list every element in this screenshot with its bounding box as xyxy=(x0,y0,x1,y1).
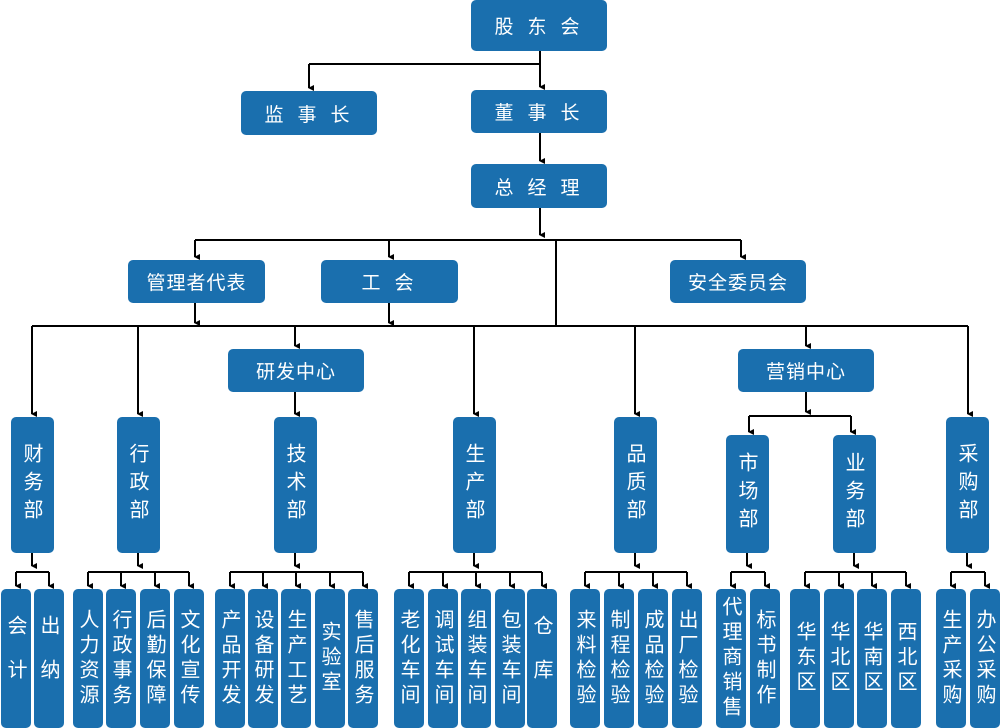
node-unit-production-0: 老化车间 xyxy=(394,589,424,728)
node-unit-production-4: 仓库 xyxy=(527,589,557,728)
node-unit-tech-2: 生产工艺 xyxy=(281,589,311,728)
node-dept-production: 生产部 xyxy=(453,417,496,553)
node-shareholders: 股 东 会 xyxy=(471,0,607,51)
node-unit-sales-0: 华东区 xyxy=(790,589,820,728)
node-unit-quality-2: 成品检验 xyxy=(638,589,668,728)
node-unit-admin-2: 后勤保障 xyxy=(140,589,170,728)
node-chairman: 董 事 长 xyxy=(471,90,607,133)
node-unit-production-1: 调试车间 xyxy=(428,589,458,728)
node-general-manager: 总 经 理 xyxy=(471,164,607,208)
node-unit-admin-3: 文化宣传 xyxy=(174,589,204,728)
node-unit-tech-3: 实验室 xyxy=(315,589,345,728)
node-management-representative: 管理者代表 xyxy=(128,260,265,303)
node-unit-sales-3: 西北区 xyxy=(891,589,921,728)
node-unit-tech-0: 产品开发 xyxy=(215,589,245,728)
node-unit-admin-0: 人力资源 xyxy=(73,589,103,728)
node-unit-purchase-0: 生产采购 xyxy=(936,589,966,728)
node-dept-finance: 财务部 xyxy=(11,417,54,553)
node-unit-admin-1: 行政事务 xyxy=(106,589,136,728)
node-rd-center: 研发中心 xyxy=(228,349,364,392)
node-unit-quality-1: 制程检验 xyxy=(604,589,634,728)
node-unit-tech-4: 售后服务 xyxy=(348,589,378,728)
node-unit-sales-1: 华北区 xyxy=(824,589,854,728)
node-unit-production-2: 组装车间 xyxy=(461,589,491,728)
node-unit-market-0: 代理商销售 xyxy=(716,589,746,728)
node-dept-purchase: 采购部 xyxy=(946,417,989,553)
node-supervisor: 监 事 长 xyxy=(241,91,377,135)
node-unit-quality-0: 来料检验 xyxy=(570,589,600,728)
node-dept-admin: 行政部 xyxy=(117,417,160,553)
node-labor-union: 工 会 xyxy=(321,260,458,303)
node-unit-purchase-1: 办公采购 xyxy=(970,589,1000,728)
node-unit-sales-2: 华南区 xyxy=(857,589,887,728)
node-dept-market: 市场部 xyxy=(726,435,769,553)
node-safety-committee: 安全委员会 xyxy=(670,260,806,303)
node-dept-quality: 品质部 xyxy=(614,417,657,553)
node-unit-quality-3: 出厂检验 xyxy=(672,589,702,728)
node-unit-tech-1: 设备研发 xyxy=(248,589,278,728)
node-unit-finance-0: 会计 xyxy=(1,589,31,728)
node-dept-sales: 业务部 xyxy=(833,435,876,553)
node-unit-market-1: 标书制作 xyxy=(750,589,780,728)
node-unit-production-3: 包装车间 xyxy=(495,589,525,728)
node-marketing-center: 营销中心 xyxy=(738,349,874,392)
node-dept-tech: 技术部 xyxy=(274,417,317,553)
node-unit-finance-1: 出纳 xyxy=(34,589,64,728)
